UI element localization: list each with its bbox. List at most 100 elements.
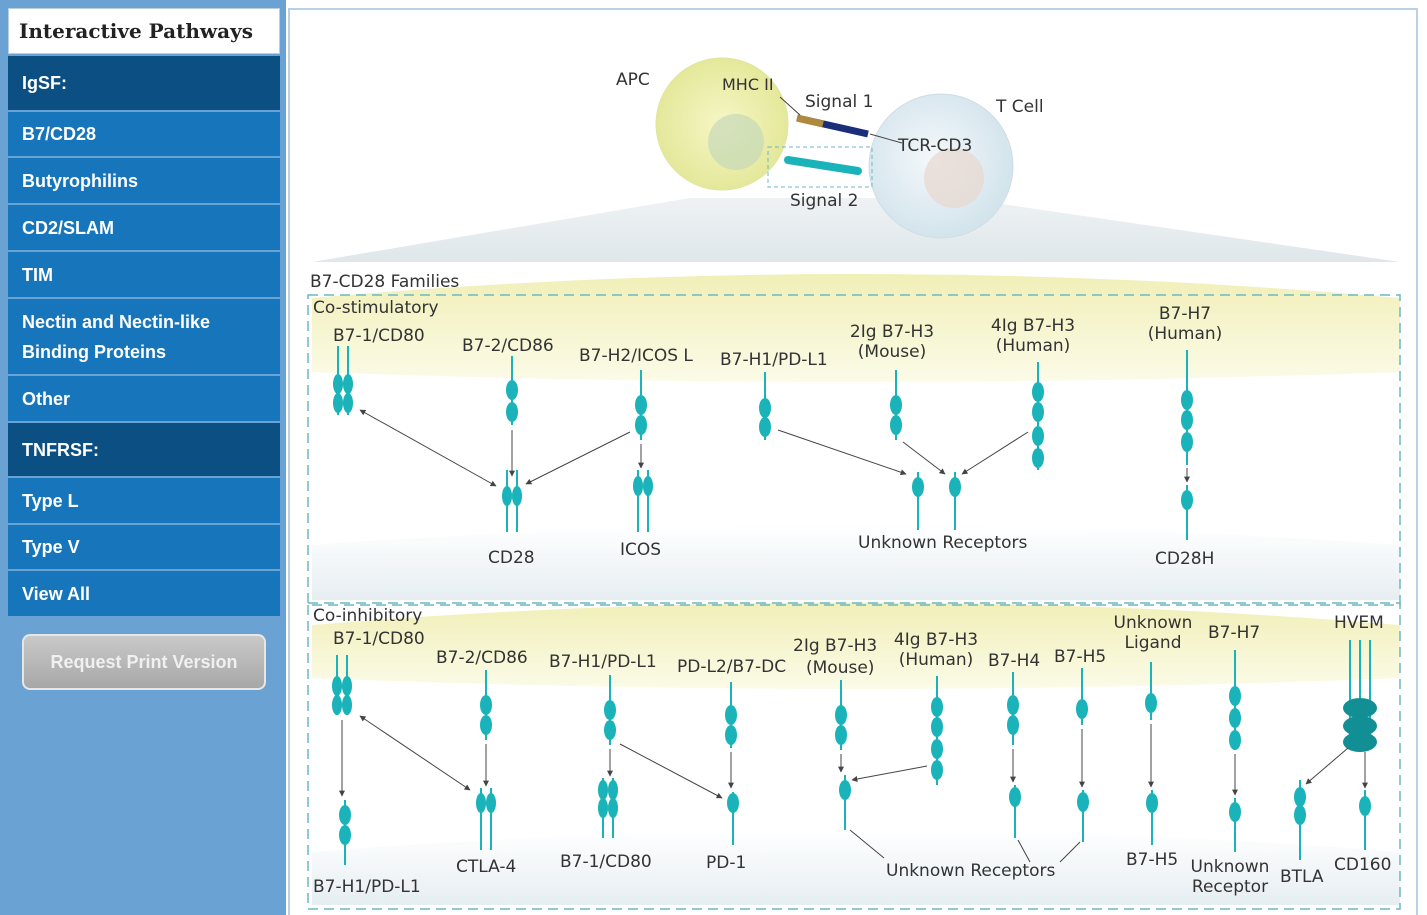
arrow-costim-b7-1-cd28 bbox=[359, 409, 497, 487]
arrow-costim-b7-h1-unknown bbox=[777, 429, 907, 476]
mol-coinhib-b7-1-a-domain bbox=[332, 695, 342, 715]
mol-coinhib-4ig-domain bbox=[931, 697, 943, 717]
mol-coinhib-unknown-ligand-domain bbox=[1145, 693, 1157, 713]
costim-apc-membrane bbox=[312, 274, 1400, 382]
label-coinhib-unknown: Unknown Receptors bbox=[886, 861, 1056, 881]
label-coinhib-b7-h7: B7-H7 bbox=[1208, 623, 1261, 643]
mol-costim-b7-1-b-domain bbox=[343, 393, 353, 413]
label-coinhib-unknown-receptor-line1: Unknown bbox=[1190, 857, 1270, 877]
mol-coinhib-b7-h7-domain bbox=[1229, 708, 1241, 728]
mol-costim-b7-h1-domain bbox=[759, 417, 771, 437]
costim-title: Co-stimulatory bbox=[313, 298, 439, 318]
label-costim-b7-1: B7-1/CD80 bbox=[333, 326, 425, 346]
mol-costim-icos-b-domain bbox=[643, 476, 653, 496]
sidebar-item-nectin[interactable]: Nectin and Nectin-like Binding Proteins bbox=[8, 299, 280, 376]
mol-coinhib-b7-h7-domain bbox=[1229, 686, 1241, 706]
families-title: B7-CD28 Families bbox=[310, 272, 460, 292]
sidebar-item-type-l[interactable]: Type L bbox=[8, 478, 280, 525]
label-costim-b7-h7-line2: (Human) bbox=[1147, 324, 1223, 344]
mol-coinhib-b7-h7-domain bbox=[1229, 730, 1241, 750]
mol-costim-b7-h1-domain bbox=[759, 398, 771, 418]
coinhib-apc-membrane bbox=[312, 602, 1400, 689]
label-coinhib-pd1: PD-1 bbox=[706, 853, 747, 873]
sidebar-item-label: B7/CD28 bbox=[22, 124, 97, 144]
mol-coinhib-ctla4-b-domain bbox=[486, 793, 496, 813]
sidebar-item-cd2-slam[interactable]: CD2/SLAM bbox=[8, 205, 280, 252]
sidebar-item-label: TNFRSF: bbox=[22, 439, 99, 460]
mol-coinhib-b7-1-a-domain bbox=[332, 676, 342, 696]
label-tcell: T Cell bbox=[996, 97, 1044, 117]
sidebar-item-other[interactable]: Other bbox=[8, 376, 280, 423]
mol-coinhib-b7-1-b-domain bbox=[342, 695, 352, 715]
signal2-box bbox=[767, 146, 873, 188]
mol-coinhib-b7-2-domain bbox=[480, 715, 492, 735]
label-costim-b7-h7: B7-H7(Human) bbox=[1135, 304, 1235, 344]
mol-coinhib-r-b7-h1-domain bbox=[339, 825, 351, 845]
mol-coinhib-hvem-domain bbox=[1343, 732, 1377, 752]
sidebar-item-b7-cd28[interactable]: B7/CD28 bbox=[8, 112, 280, 158]
label-coinhib-r-b7-1: B7-1/CD80 bbox=[560, 852, 652, 872]
mol-coinhib-4ig-domain bbox=[931, 760, 943, 780]
label-apc: APC bbox=[616, 70, 650, 90]
mol-coinhib-2ig-domain bbox=[835, 705, 847, 725]
mol-costim-2ig-domain bbox=[890, 395, 902, 415]
coinhib-title: Co-inhibitory bbox=[313, 606, 423, 626]
tcr-pointer bbox=[869, 133, 903, 144]
mol-coinhib-b7-1-b-domain bbox=[342, 676, 352, 696]
sidebar-item-label: CD2/SLAM bbox=[22, 217, 115, 238]
arrow-costim-2ig-unknown bbox=[902, 441, 946, 475]
mol-costim-b7-1-b-domain bbox=[343, 374, 353, 394]
mol-coinhib-unknown-receptor-domain bbox=[1229, 802, 1241, 822]
sidebar-item-type-v[interactable]: Type V bbox=[8, 525, 280, 571]
mol-coinhib-b7-h4-domain bbox=[1007, 695, 1019, 715]
mol-costim-unknown-1-domain bbox=[912, 477, 924, 497]
mol-coinhib-r-b7-h1-domain bbox=[339, 805, 351, 825]
sidebar-item-tim[interactable]: TIM bbox=[8, 252, 280, 299]
request-print-button[interactable]: Request Print Version bbox=[22, 634, 266, 690]
mol-coinhib-unknown-1-domain bbox=[839, 780, 851, 800]
mol-coinhib-r-b7-1-a-domain bbox=[598, 780, 608, 800]
mol-coinhib-2ig-domain bbox=[835, 725, 847, 745]
mol-costim-4ig-domain bbox=[1032, 402, 1044, 422]
label-coinhib-2ig-mouse: (Mouse) bbox=[806, 658, 875, 678]
label-coinhib-pdl2: PD-L2/B7-DC bbox=[677, 657, 787, 677]
label-costim-cd28: CD28 bbox=[488, 548, 535, 568]
sidebar-item-label: Type L bbox=[22, 490, 79, 511]
costim-t-membrane bbox=[312, 525, 1400, 600]
label-signal2: Signal 2 bbox=[790, 191, 859, 211]
label-costim-b7-2: B7-2/CD86 bbox=[462, 336, 554, 356]
label-costim-b7-h1: B7-H1/PD-L1 bbox=[720, 350, 828, 370]
label-costim-icos: ICOS bbox=[620, 540, 662, 560]
membranes bbox=[307, 274, 1401, 910]
mol-costim-cd28-a-domain bbox=[502, 486, 512, 506]
mol-costim-b7-1-a-domain bbox=[333, 393, 343, 413]
label-coinhib-b7-h4: B7-H4 bbox=[988, 651, 1041, 671]
label-tcr: TCR-CD3 bbox=[898, 136, 973, 156]
label-coinhib-r-b7-h1: B7-H1/PD-L1 bbox=[313, 877, 421, 897]
sidebar-item-view-all[interactable]: View All bbox=[8, 571, 280, 618]
sidebar-item-butyrophilins[interactable]: Butyrophilins bbox=[8, 158, 280, 205]
label-costim-4ig-line2: (Human) bbox=[995, 336, 1071, 356]
label-coinhib-4ig-line1: 4Ig B7-H3 bbox=[893, 630, 979, 650]
sidebar-item-label: IgSF: bbox=[22, 73, 67, 93]
label-coinhib-hvem: HVEM bbox=[1334, 613, 1384, 633]
label-coinhib-unknown-ligand-line2: Ligand bbox=[1124, 633, 1182, 653]
label-signal1: Signal 1 bbox=[805, 92, 874, 112]
apc-nucleus bbox=[708, 114, 764, 170]
label-coinhib-4ig: 4Ig B7-H3(Human) bbox=[886, 630, 986, 670]
arrow-coinhib-b7-h1-pd1 bbox=[619, 743, 723, 799]
t-cell-nucleus bbox=[924, 148, 984, 208]
label-costim-4ig: 4Ig B7-H3(Human) bbox=[983, 316, 1083, 356]
label-coinhib-cd160: CD160 bbox=[1334, 855, 1392, 875]
pointer-coinhib-unknown-2 bbox=[1017, 839, 1031, 863]
sidebar-item-label: Nectin and Nectin-like bbox=[22, 311, 211, 332]
label-coinhib-b7-h1: B7-H1/PD-L1 bbox=[549, 652, 657, 672]
mol-costim-unknown-2-domain bbox=[949, 477, 961, 497]
mol-costim-b7-h7-domain bbox=[1181, 410, 1193, 430]
sidebar: Interactive Pathways IgSF: B7/CD28 Butyr… bbox=[0, 0, 286, 915]
mol-coinhib-ctla4-a-domain bbox=[476, 793, 486, 813]
sidebar-item-label: Type V bbox=[22, 537, 80, 557]
sidebar-item-label: View All bbox=[22, 583, 91, 604]
mol-coinhib-pd1-domain bbox=[727, 793, 739, 813]
label-coinhib-unknown-ligand-line1: Unknown bbox=[1113, 613, 1193, 633]
